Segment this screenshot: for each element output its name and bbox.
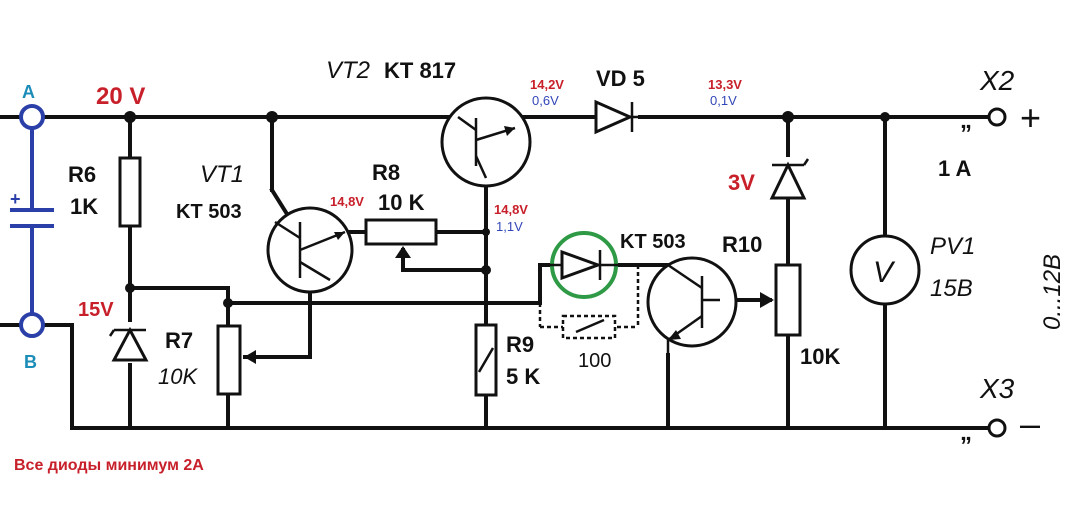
input-voltage-label: 20 V: [96, 83, 145, 110]
voltmeter-symbol: V: [873, 256, 896, 289]
terminal-x3-sign: –: [1020, 403, 1040, 444]
current-label: 1 A: [938, 156, 972, 181]
terminal-x2-quote: „: [960, 107, 972, 134]
dashed-resistor-100: 100: [538, 265, 640, 372]
vt2-type: KT 817: [384, 58, 456, 83]
diode-green-circled: [546, 231, 618, 299]
vd5-name: VD 5: [596, 66, 645, 91]
terminal-b: [19, 312, 45, 338]
vt1-name: VT1: [200, 161, 244, 188]
voltage-scale-label: 0...12B: [1039, 254, 1066, 330]
pv1-name: PV1: [930, 233, 975, 260]
transistor-vt2: [440, 96, 532, 188]
vd5-cathode-voltage: 13,3V: [708, 77, 742, 92]
junctions: [124, 111, 890, 308]
r7-name: R7: [165, 328, 193, 353]
potentiometer-r7: [216, 324, 256, 396]
potentiometer-r8: [364, 218, 438, 258]
terminal-b-label: B: [24, 352, 37, 372]
r9-name: R9: [506, 332, 534, 357]
vt2-base-drop: 1,1V: [496, 219, 523, 234]
vt2-emitter-voltage: 14,2V: [530, 77, 564, 92]
capacitor-plus: +: [10, 189, 21, 209]
transistor-vt1: [266, 206, 354, 294]
terminal-x3-label: X3: [979, 373, 1015, 404]
zener-diode-3v: [769, 158, 810, 200]
resistor-r9: [474, 323, 498, 397]
vt2-base-voltage: 14,8V: [494, 202, 528, 217]
terminal-a-label: A: [22, 82, 35, 102]
terminal-a: [19, 104, 45, 130]
r10-name: R10: [722, 232, 762, 257]
terminal-x3: [987, 418, 1007, 438]
vt1-base-voltage: 14,8V: [330, 194, 364, 209]
r10-value: 10K: [800, 344, 840, 369]
zener-15v-label: 15V: [78, 299, 114, 321]
vd5-cathode-drop: 0,1V: [710, 93, 737, 108]
dashed-resistor-label: 100: [578, 350, 611, 372]
terminal-x2-sign: +: [1020, 97, 1041, 138]
pv1-range: 15B: [930, 275, 973, 302]
transistor-vt3: [646, 256, 738, 355]
diode-vd5: [594, 99, 640, 135]
voltmeter-pv1: V: [849, 234, 921, 306]
r6-value: 1K: [70, 194, 98, 219]
output-terminals: X2 X3 „ + „ –: [960, 65, 1041, 446]
input-terminals: A B +: [10, 82, 54, 372]
r9-value: 5 K: [506, 364, 540, 389]
resistor-r6: [118, 156, 142, 228]
terminal-x2-label: X2: [979, 65, 1015, 96]
zener-3v-label: 3V: [728, 170, 755, 195]
vt2-emitter-drop: 0,6V: [532, 93, 559, 108]
zener-diode-15v: [108, 326, 149, 362]
vt3-type: KT 503: [620, 231, 686, 253]
vt1-type: KT 503: [176, 201, 242, 223]
terminal-x3-quote: „: [960, 419, 972, 446]
r8-name: R8: [372, 160, 400, 185]
r7-value: 10K: [158, 364, 198, 389]
r6-name: R6: [68, 162, 96, 187]
terminal-x2: [987, 107, 1007, 127]
diodes-note: Все диоды минимум 2А: [14, 457, 204, 474]
r8-value: 10 K: [378, 190, 425, 215]
potentiometer-r10: [760, 263, 802, 337]
vt2-name: VT2: [326, 57, 370, 84]
